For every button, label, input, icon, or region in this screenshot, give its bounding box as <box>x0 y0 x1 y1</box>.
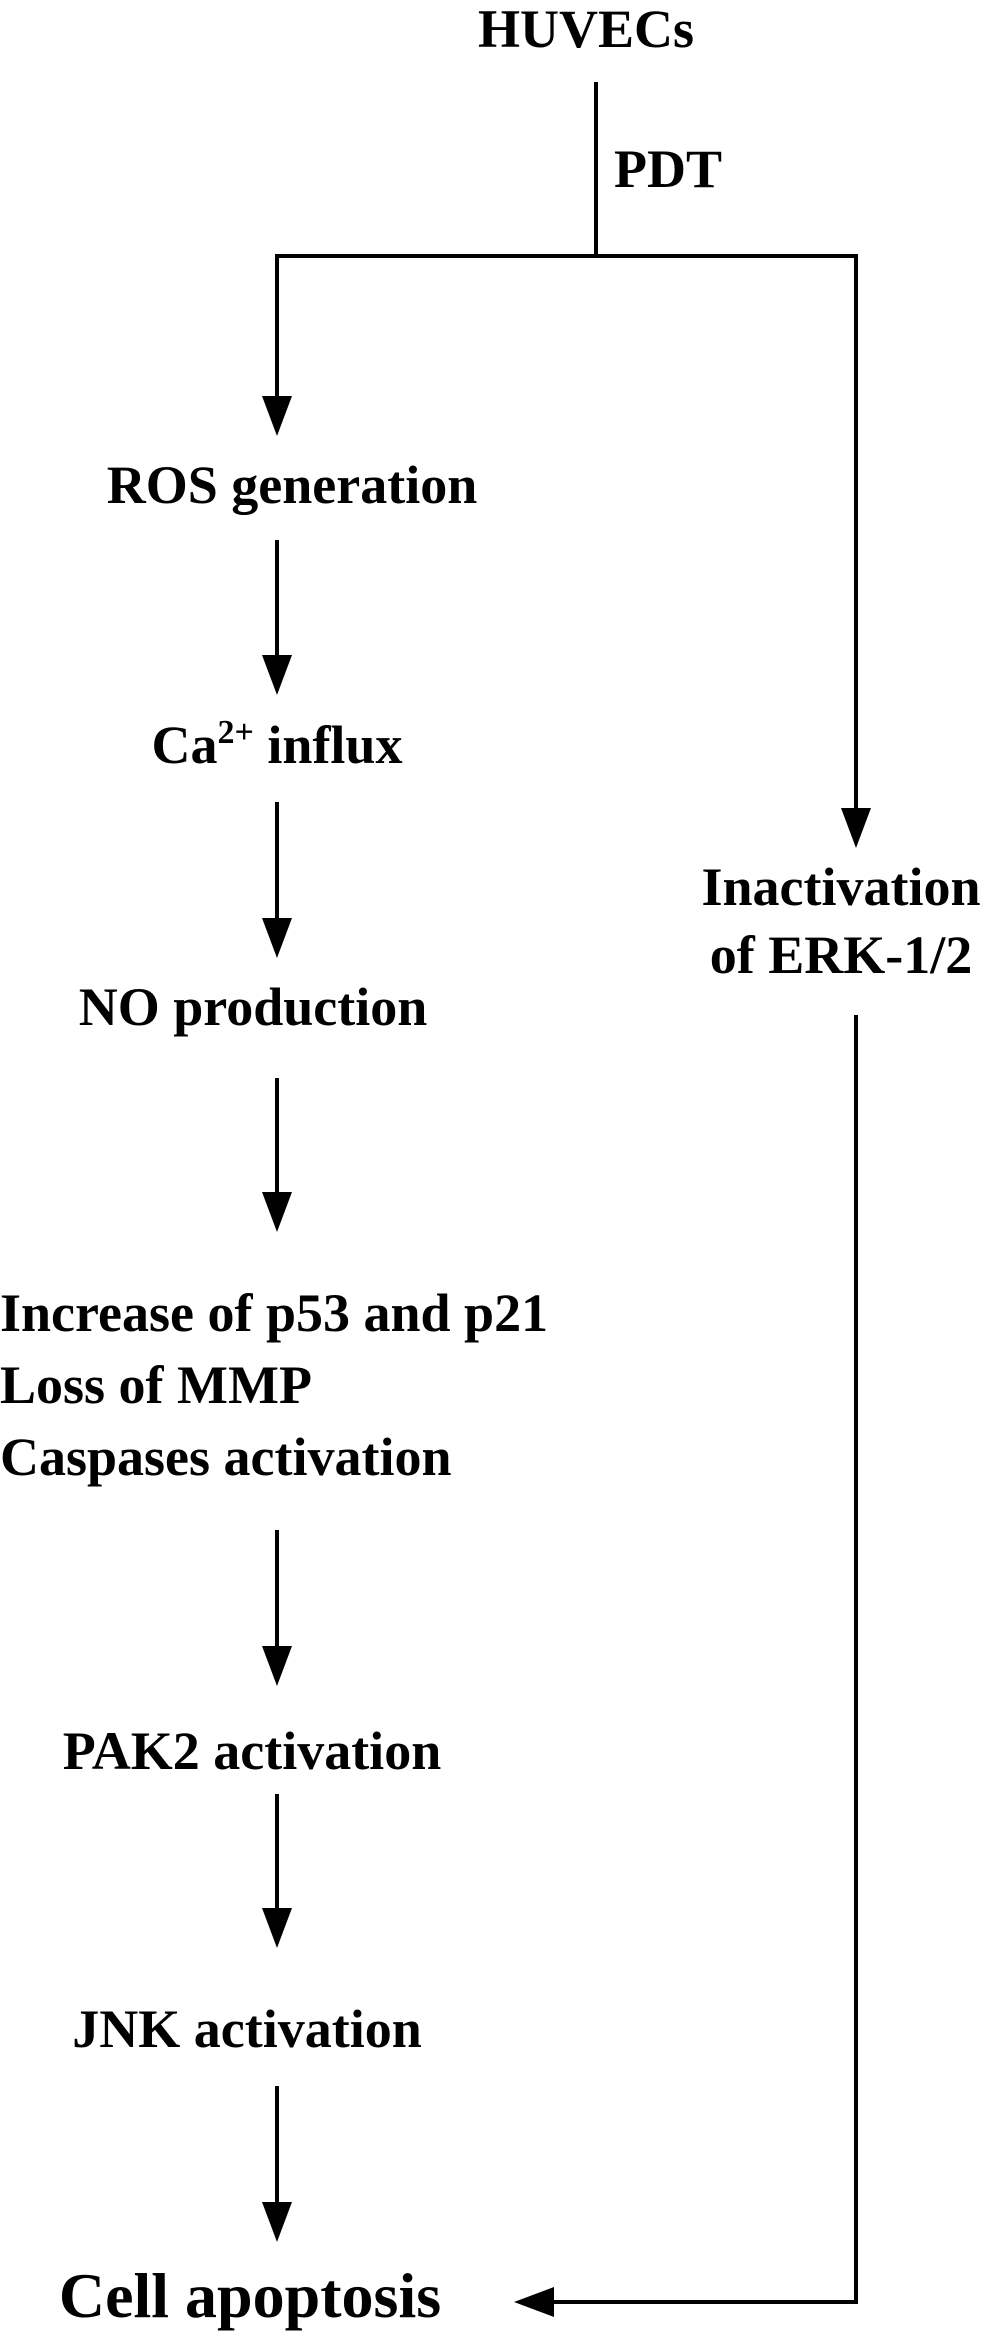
label-pdt: PDT <box>614 139 722 199</box>
node-jnk: JNK activation <box>72 1999 422 2059</box>
arrowhead-multi <box>262 1192 292 1232</box>
node-huvecs: HUVECs <box>477 0 695 59</box>
erk-line-1: Inactivation <box>701 857 981 917</box>
multi-line-3: Caspases activation <box>0 1427 452 1487</box>
multi-line-2: Loss of MMP <box>0 1355 312 1415</box>
arrowhead-erk <box>841 808 871 848</box>
arrowhead-no <box>262 918 292 958</box>
ca-suffix: influx <box>253 715 403 775</box>
ca-superscript: 2+ <box>217 714 254 751</box>
arrowhead-apoptosis-right <box>514 2287 554 2317</box>
arrowhead-ros <box>262 396 292 436</box>
node-apoptosis: Cell apoptosis <box>58 2260 442 2331</box>
arrowhead-ca <box>262 655 292 695</box>
node-ros: ROS generation <box>106 455 478 515</box>
arrowhead-apoptosis-left <box>262 2202 292 2242</box>
ca-prefix: Ca <box>151 715 218 775</box>
node-erk: Inactivation of ERK-1/2 <box>686 860 996 982</box>
arrow-erk-apoptosis <box>532 1015 858 2304</box>
arrowhead-jnk <box>262 1908 292 1948</box>
node-ca-influx: Ca2+ influx <box>151 715 403 775</box>
node-multi: Increase of p53 and p21 Loss of MMP Casp… <box>0 1286 548 1484</box>
node-pak2: PAK2 activation <box>62 1721 442 1781</box>
multi-line-1: Increase of p53 and p21 <box>0 1283 549 1343</box>
node-no: NO production <box>78 977 428 1037</box>
erk-line-2: of ERK-1/2 <box>709 925 973 985</box>
arrowhead-pak2 <box>262 1646 292 1686</box>
